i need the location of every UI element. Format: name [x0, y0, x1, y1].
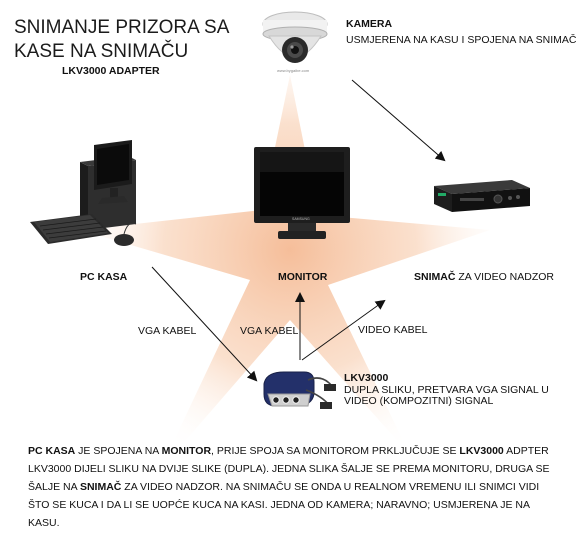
- desc-snimac: SNIMAČ: [79, 481, 122, 493]
- recorder-label-bold: SNIMAČ: [414, 271, 456, 283]
- vga-cable-label-middle: VGA KABEL: [240, 325, 299, 337]
- title-line-1: SNIMANJE PRIZORA SA: [14, 17, 230, 38]
- title-line-2: KASE NA SNIMAČU: [14, 41, 189, 62]
- desc-text-2: , PRIJE SPOJA SA MONITOROM PRKLJUČUJE SE: [211, 445, 460, 457]
- desc-monitor: MONITOR: [161, 445, 212, 457]
- pc-label: PC KASA: [80, 271, 128, 283]
- video-cable-label: VIDEO KABEL: [358, 324, 428, 336]
- desc-text-4: ZA VIDEO NADZOR. NA SNIMAČU SE ONDA U RE…: [28, 481, 540, 529]
- camera-watermark: www.bygaibe.com: [277, 68, 310, 73]
- monitor-brand: SAMSUNG: [292, 217, 310, 221]
- adapter-icon: [263, 371, 336, 409]
- desc-lkv3000: LKV3000: [459, 445, 504, 457]
- arrow-camera-to-recorder: [351, 79, 446, 162]
- camera-title: KAMERA: [346, 18, 393, 30]
- arrow-pc-to-adapter: [151, 266, 258, 382]
- page-title: SNIMANJE PRIZORA SA KASE NA SNIMAČU: [14, 16, 229, 64]
- camera-icon: [262, 11, 328, 63]
- page-subtitle: LKV3000 ADAPTER: [62, 65, 160, 77]
- arrow-adapter-to-recorder: [301, 299, 386, 361]
- desc-text-3: ADPTER LKV3000 DIJELI SLIKU NA DVIJE SLI…: [28, 445, 550, 493]
- desc-text-1: JE SPOJENA NA: [75, 445, 162, 457]
- recorder-icon: [434, 180, 530, 212]
- vga-cable-label-left: VGA KABEL: [138, 325, 197, 337]
- monitor-icon: [254, 147, 350, 239]
- camera-description: USMJERENA NA KASU I SPOJENA NA SNIMAČ: [346, 34, 577, 46]
- desc-pc-kasa: PC KASA: [28, 445, 76, 457]
- recorder-label: SNIMAČ ZA VIDEO NADZOR: [414, 271, 554, 284]
- description-paragraph: PC KASA JE SPOJENA NA MONITOR, PRIJE SPO…: [28, 442, 558, 532]
- adapter-description-line-1: DUPLA SLIKU, PRETVARA VGA SIGNAL U: [344, 384, 549, 396]
- monitor-label: MONITOR: [278, 271, 328, 283]
- pc-icon: [30, 140, 137, 246]
- recorder-label-rest: ZA VIDEO NADZOR: [455, 271, 555, 283]
- adapter-description-line-2: VIDEO (KOMPOZITNI) SIGNAL: [344, 395, 494, 407]
- adapter-title: LKV3000: [344, 372, 389, 384]
